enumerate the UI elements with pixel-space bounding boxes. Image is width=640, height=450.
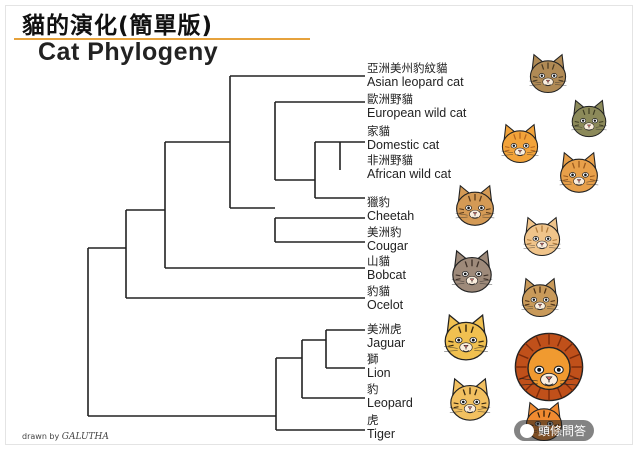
species-name-en: African wild cat bbox=[367, 167, 452, 181]
bobcat-icon bbox=[451, 249, 493, 293]
domestic-cat-icon bbox=[501, 123, 539, 164]
species-name-cn: 豹 bbox=[367, 382, 379, 396]
species-label: 家貓 Domestic cat bbox=[367, 124, 439, 152]
artist-credit: drawn by GALUTHA bbox=[22, 432, 109, 442]
species-name-cn: 山貓 bbox=[367, 254, 390, 268]
asian-leopard-cat-icon bbox=[529, 53, 567, 94]
species-label: 非洲野貓 African wild cat bbox=[367, 153, 451, 181]
species-name-cn: 美洲虎 bbox=[367, 322, 402, 336]
tree-branch-panthera bbox=[275, 357, 365, 431]
leopard-icon bbox=[449, 377, 491, 421]
species-name-cn: 虎 bbox=[367, 413, 379, 427]
jaguar-icon bbox=[444, 313, 488, 361]
species-label: 豹貓 Ocelot bbox=[367, 284, 403, 312]
species-name-en: Jaguar bbox=[367, 336, 406, 350]
species-name-en: European wild cat bbox=[367, 106, 467, 120]
tree-branch-clade-a bbox=[125, 209, 365, 299]
tree-branch-clade-b bbox=[164, 141, 365, 269]
tree-branch-root bbox=[87, 247, 276, 417]
species-name-cn: 亞洲美州豹紋貓 bbox=[367, 61, 448, 75]
watermark-text: 頭條問答 bbox=[538, 424, 587, 438]
figure-frame bbox=[5, 5, 633, 445]
watermark-badge: 頭條問答 bbox=[514, 420, 595, 441]
tree-branch-clade-c bbox=[229, 75, 365, 209]
species-name-en: Cougar bbox=[367, 239, 408, 253]
tree-branch-felis bbox=[274, 101, 365, 181]
species-label: 虎 Tiger bbox=[367, 413, 395, 441]
species-name-en: Leopard bbox=[367, 396, 413, 410]
credit-prefix: drawn by bbox=[22, 432, 60, 441]
species-name-en: Asian leopard cat bbox=[367, 75, 464, 89]
species-name-cn: 美洲豹 bbox=[367, 225, 402, 239]
species-label: 亞洲美州豹紋貓 Asian leopard cat bbox=[367, 61, 464, 89]
species-label: 獵豹 Cheetah bbox=[367, 195, 414, 223]
species-name-cn: 獵豹 bbox=[367, 195, 390, 209]
species-name-cn: 豹貓 bbox=[367, 284, 390, 298]
species-name-cn: 家貓 bbox=[367, 124, 390, 138]
species-name-en: Lion bbox=[367, 366, 391, 380]
watermark-logo-icon bbox=[520, 423, 534, 438]
species-label: 美洲豹 Cougar bbox=[367, 225, 408, 253]
species-name-en: Bobcat bbox=[367, 268, 406, 282]
species-name-en: Tiger bbox=[367, 427, 396, 441]
european-wild-cat-icon bbox=[571, 99, 607, 138]
title-underline bbox=[14, 38, 310, 40]
african-wild-cat-icon bbox=[559, 151, 599, 193]
title-english: Cat Phylogeny bbox=[38, 38, 219, 66]
species-name-en: Ocelot bbox=[367, 298, 404, 312]
species-label: 美洲虎 Jaguar bbox=[367, 322, 405, 350]
species-name-en: Cheetah bbox=[367, 209, 415, 223]
title-chinese: 貓的演化(簡單版) bbox=[22, 13, 214, 39]
tree-branch-panthera-inner bbox=[301, 339, 365, 399]
species-label: 豹 Leopard bbox=[367, 382, 413, 410]
species-label: 獅 Lion bbox=[367, 352, 391, 380]
species-name-cn: 歐洲野貓 bbox=[367, 92, 413, 106]
species-name-cn: 非洲野貓 bbox=[367, 153, 413, 167]
species-label: 山貓 Bobcat bbox=[367, 254, 406, 282]
ocelot-icon bbox=[521, 277, 559, 318]
species-name-en: Domestic cat bbox=[367, 138, 440, 152]
tree-branch-puma bbox=[274, 217, 365, 243]
species-label: 歐洲野貓 European wild cat bbox=[367, 92, 466, 120]
lion-icon bbox=[514, 332, 584, 402]
artist-signature: GALUTHA bbox=[61, 432, 109, 442]
species-name-cn: 獅 bbox=[367, 352, 379, 366]
tree-branch-jaguar-lion bbox=[325, 329, 365, 369]
cougar-icon bbox=[523, 216, 561, 257]
cheetah-icon bbox=[455, 184, 495, 226]
